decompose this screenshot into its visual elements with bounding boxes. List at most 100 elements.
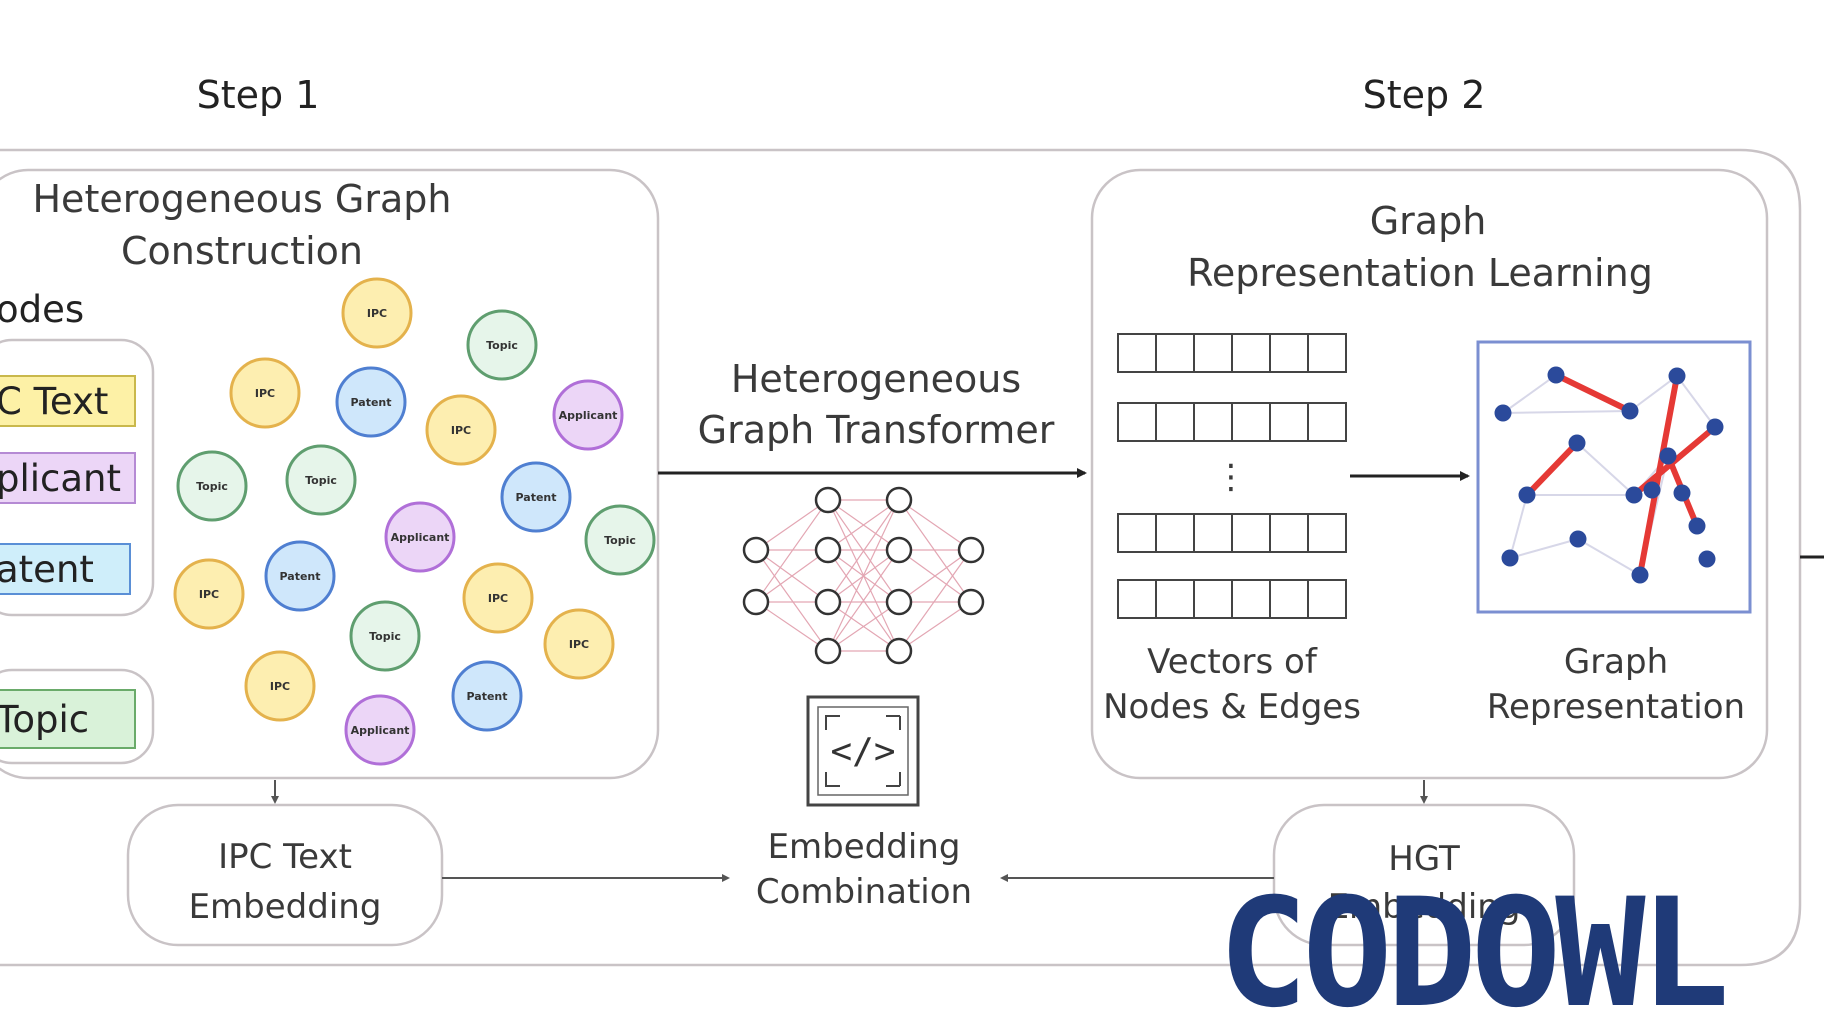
legend-label: atent: [0, 548, 94, 591]
graph-node-label: Applicant: [559, 409, 618, 422]
vector-cell: [1155, 513, 1195, 553]
graph-node-topic: [176, 450, 248, 522]
graph-edge-highlight: [1524, 440, 1580, 498]
ipc-embedding-line1: IPC Text: [218, 837, 352, 877]
graph-node-label: Topic: [196, 480, 228, 493]
graph-vertex: [1706, 418, 1724, 436]
vector-cell: [1269, 513, 1309, 553]
graph-node-label: Patent: [516, 491, 557, 504]
nn-edge: [755, 499, 829, 603]
graph-vertex: [1625, 486, 1643, 504]
construction-title-line1: Heterogeneous Graph: [32, 177, 451, 221]
vector-cell: [1307, 513, 1347, 553]
vector-cell: [1155, 579, 1195, 619]
nn-neuron: [957, 588, 985, 616]
nn-neuron: [814, 536, 842, 564]
nn-neuron: [885, 536, 913, 564]
nn-edge: [898, 549, 972, 652]
hgt-embedding-line2: Embedding: [1328, 887, 1521, 927]
nn-neuron: [742, 536, 770, 564]
graph-node-ipc: [425, 394, 497, 466]
legend-swatch: [0, 452, 136, 504]
graph-node-label: Applicant: [351, 724, 410, 737]
graph-vertex: [1698, 550, 1716, 568]
legend-label: C Text: [0, 380, 108, 423]
vectors-label-line2: Nodes & Edges: [1103, 687, 1361, 727]
ipc-embedding-line2: Embedding: [189, 887, 382, 927]
graph-node-label: Topic: [604, 534, 636, 547]
graph-node-label: IPC: [199, 588, 219, 601]
nn-neuron: [885, 486, 913, 514]
code-chip-icon: </>: [806, 695, 920, 807]
vector-cell: [1155, 402, 1195, 442]
graph-node-ipc: [229, 357, 301, 429]
vector-cell: [1231, 579, 1271, 619]
graph-node-ipc: [462, 562, 534, 634]
nn-neuron: [742, 588, 770, 616]
graph-node-topic: [285, 444, 357, 516]
graph-vertex: [1518, 486, 1536, 504]
hgt-embedding-line1: HGT: [1388, 839, 1460, 879]
vector-cell: [1307, 402, 1347, 442]
nn-edge: [827, 499, 900, 652]
vector-cell: [1117, 579, 1157, 619]
representation-learning-box: [1090, 168, 1769, 780]
graph-vertex: [1494, 404, 1512, 422]
vector-cell: [1269, 402, 1309, 442]
graph-node-ipc: [173, 558, 245, 630]
vector-cell: [1231, 402, 1271, 442]
graph-node-label: Patent: [351, 396, 392, 409]
graph-label-line1: Graph: [1564, 642, 1668, 682]
node-legend-box: [0, 338, 155, 617]
nn-edge: [755, 549, 829, 652]
nn-edge: [827, 499, 900, 551]
graph-node-label: IPC: [255, 387, 275, 400]
vector-cell: [1269, 333, 1309, 373]
vector-cell: [1307, 333, 1347, 373]
graph-node-label: Topic: [486, 339, 518, 352]
vector-cell: [1193, 402, 1233, 442]
vectors-label-line1: Vectors of: [1147, 642, 1318, 682]
nn-neuron: [885, 588, 913, 616]
graph-node-label: IPC: [488, 592, 508, 605]
nn-edge: [898, 499, 972, 603]
legend-swatch: [0, 543, 131, 595]
graph-node-ipc: [244, 650, 316, 722]
nn-edge: [755, 601, 829, 652]
graph-node-label: IPC: [270, 680, 290, 693]
step-1-label: Step 1: [197, 73, 320, 117]
graph-representation-plot: [1494, 366, 1724, 584]
nn-edge: [755, 549, 829, 603]
nn-edge: [898, 601, 972, 652]
legend-swatch: [0, 689, 136, 749]
nn-edge: [827, 549, 900, 652]
vector-cell: [1117, 402, 1157, 442]
graph-node-applicant: [552, 379, 624, 451]
vector-cell: [1117, 513, 1157, 553]
nn-neuron: [885, 637, 913, 665]
nn-edge: [898, 549, 972, 603]
transformer-title-line1: Heterogeneous: [731, 357, 1021, 401]
graph-node-ipc: [543, 608, 615, 680]
nn-edge: [755, 499, 829, 551]
learning-title-line2: Representation Learning: [1187, 251, 1653, 295]
node-edge-vectors: [1117, 333, 1347, 619]
transformer-title-line2: Graph Transformer: [698, 408, 1055, 452]
graph-edge: [1577, 538, 1641, 576]
vector-ellipsis: ⋮: [1214, 457, 1248, 497]
legend-label: plicant: [0, 457, 121, 500]
nn-neuron: [814, 588, 842, 616]
graph-node-label: Patent: [467, 690, 508, 703]
watermark-logo: CODOWL: [1218, 867, 1725, 1026]
graph-edge: [1509, 494, 1528, 559]
graph-vertex: [1621, 402, 1639, 420]
graph-node-applicant: [344, 694, 416, 766]
vector-cell: [1193, 333, 1233, 373]
graph-vertex: [1688, 517, 1706, 535]
vector-cell: [1307, 579, 1347, 619]
graph-edge: [1629, 375, 1678, 412]
graph-vertex: [1631, 566, 1649, 584]
nodes-label: odes: [0, 288, 84, 331]
graph-node-label: Applicant: [391, 531, 450, 544]
